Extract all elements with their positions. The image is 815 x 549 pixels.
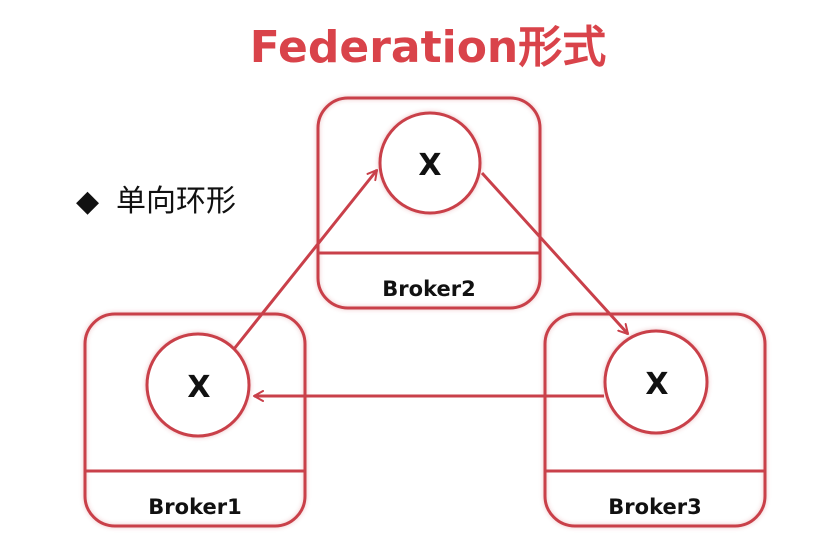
broker3-exchange-label: X [645,367,668,402]
broker1-exchange-label: X [187,370,210,405]
broker3-label: Broker3 [608,495,701,519]
broker3-exchange-circle [603,329,709,435]
broker-node: X Broker2 [316,96,542,310]
link-broker2-to-broker3-arrow [480,171,630,336]
broker2-exchange-label: X [418,148,441,183]
broker2-exchange-circle [378,111,482,215]
broker1-exchange-circle [145,332,251,438]
broker2-label: Broker2 [382,277,475,301]
broker2-box [316,96,542,310]
broker1-box [83,312,307,528]
link-broker1-to-broker2-arrow [232,169,379,350]
page-title: Federation形式 [250,22,607,73]
broker-node: X Broker1 [83,312,307,528]
broker3-box [543,312,767,528]
bullet-text: 单向环形 [116,184,236,219]
broker1-label: Broker1 [148,495,241,519]
bullet-diamond-icon: ◆ [76,184,99,219]
broker-node: X Broker3 [543,312,767,528]
